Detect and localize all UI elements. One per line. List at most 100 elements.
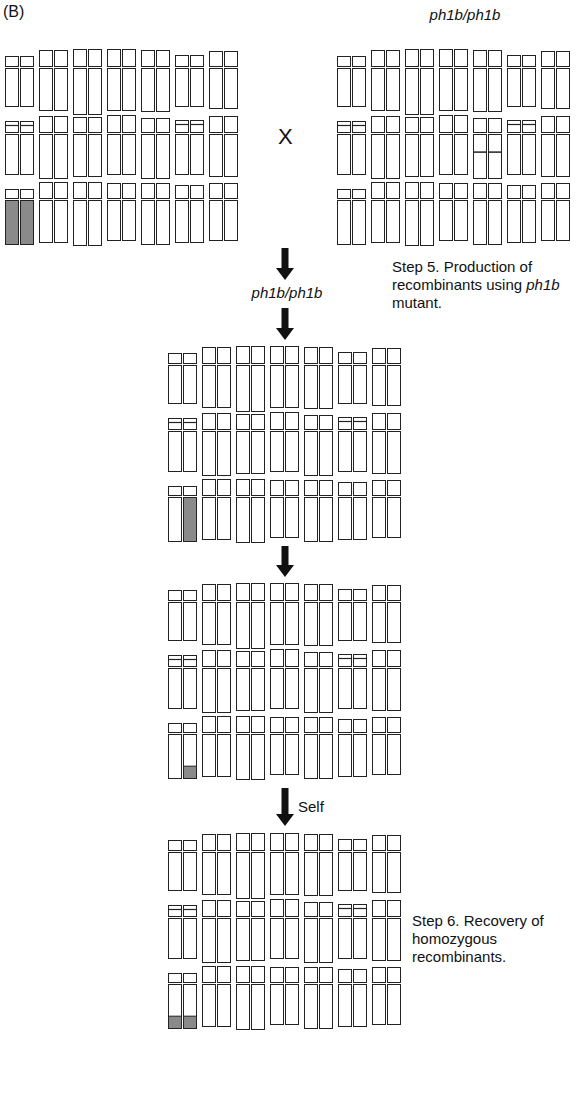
short-arm <box>184 724 197 733</box>
long-arm-outline <box>203 366 216 408</box>
long-arm <box>237 853 250 899</box>
long-arm <box>305 432 318 476</box>
short-arm <box>373 481 386 496</box>
short-arm <box>252 834 265 851</box>
long-arm-outline <box>89 135 102 177</box>
long-arm <box>557 135 570 177</box>
long-arm-outline <box>55 201 68 243</box>
long-arm-outline <box>184 432 197 472</box>
long-arm-outline <box>191 135 204 175</box>
long-arm <box>237 432 250 474</box>
long-arm <box>203 669 216 713</box>
long-arm-outline <box>508 201 521 243</box>
long-arm-outline <box>123 69 136 111</box>
long-arm <box>191 201 204 243</box>
long-arm <box>203 366 216 408</box>
long-arm <box>237 669 250 711</box>
long-arm <box>157 201 170 245</box>
step-label: (B) <box>3 2 43 21</box>
long-arm-outline <box>108 135 121 175</box>
long-arm-outline <box>455 135 468 175</box>
long-arm-outline <box>184 498 197 542</box>
long-arm <box>89 69 102 115</box>
long-arm <box>271 853 284 895</box>
long-arm <box>203 919 216 963</box>
short-arm <box>388 481 401 496</box>
long-arm-outline <box>320 498 333 542</box>
long-arm <box>339 498 352 540</box>
long-arm-outline <box>542 201 555 241</box>
long-arm-outline <box>305 603 318 646</box>
short-arm <box>237 834 250 851</box>
long-arm <box>387 135 400 179</box>
long-arm <box>373 919 386 961</box>
long-arm-outline <box>388 735 401 775</box>
long-arm-outline <box>169 603 182 641</box>
long-arm <box>184 853 197 891</box>
long-arm <box>388 603 401 643</box>
short-arm <box>210 184 223 199</box>
long-arm <box>184 498 197 542</box>
long-arm <box>474 69 487 112</box>
long-arm-outline <box>353 135 366 175</box>
long-arm <box>203 432 216 476</box>
short-arm <box>320 903 333 917</box>
short-arm <box>271 347 284 364</box>
long-arm <box>387 69 400 111</box>
long-arm <box>89 135 102 177</box>
long-arm <box>320 985 333 1029</box>
long-arm <box>6 201 19 245</box>
short-arm <box>339 590 352 601</box>
long-arm <box>123 69 136 111</box>
long-arm <box>89 201 102 246</box>
long-arm <box>74 201 87 246</box>
short-arm <box>169 656 182 667</box>
long-arm <box>354 669 367 709</box>
long-arm-outline <box>354 985 367 1027</box>
short-arm <box>320 585 333 601</box>
short-arm <box>21 122 34 133</box>
long-arm <box>108 201 121 241</box>
long-arm-outline <box>286 919 299 959</box>
long-arm <box>225 69 238 109</box>
short-arm <box>252 652 265 667</box>
short-arm <box>210 52 223 67</box>
long-arm <box>388 432 401 474</box>
short-arm <box>237 584 250 601</box>
long-arm-outline <box>237 919 250 961</box>
short-arm <box>55 117 68 133</box>
long-arm <box>557 201 570 241</box>
long-arm <box>40 201 53 243</box>
long-arm <box>252 603 265 649</box>
short-arm <box>157 119 170 133</box>
long-arm-outline <box>169 985 182 1029</box>
long-arm-outline <box>286 669 299 709</box>
long-arm <box>184 919 197 959</box>
long-arm-outline <box>523 201 536 243</box>
short-arm <box>388 718 401 733</box>
long-arm <box>305 669 318 713</box>
short-arm <box>203 717 216 733</box>
long-arm <box>225 201 238 241</box>
short-arm <box>6 190 19 199</box>
long-arm <box>286 985 299 1025</box>
long-arm <box>373 735 386 775</box>
short-arm <box>271 481 284 496</box>
long-arm <box>271 432 284 472</box>
short-arm <box>320 835 333 851</box>
short-arm <box>372 117 385 133</box>
long-arm <box>286 919 299 959</box>
long-arm-outline <box>388 853 401 893</box>
long-arm-outline <box>557 201 570 241</box>
long-arm-outline <box>305 853 318 896</box>
long-arm <box>210 135 223 177</box>
long-arm <box>191 69 204 107</box>
short-arm <box>271 968 284 983</box>
long-arm-outline <box>89 69 102 115</box>
long-arm-outline <box>286 498 299 538</box>
long-arm-outline <box>271 735 284 775</box>
long-arm <box>440 135 453 175</box>
short-arm <box>74 118 87 133</box>
short-arm <box>142 119 155 133</box>
